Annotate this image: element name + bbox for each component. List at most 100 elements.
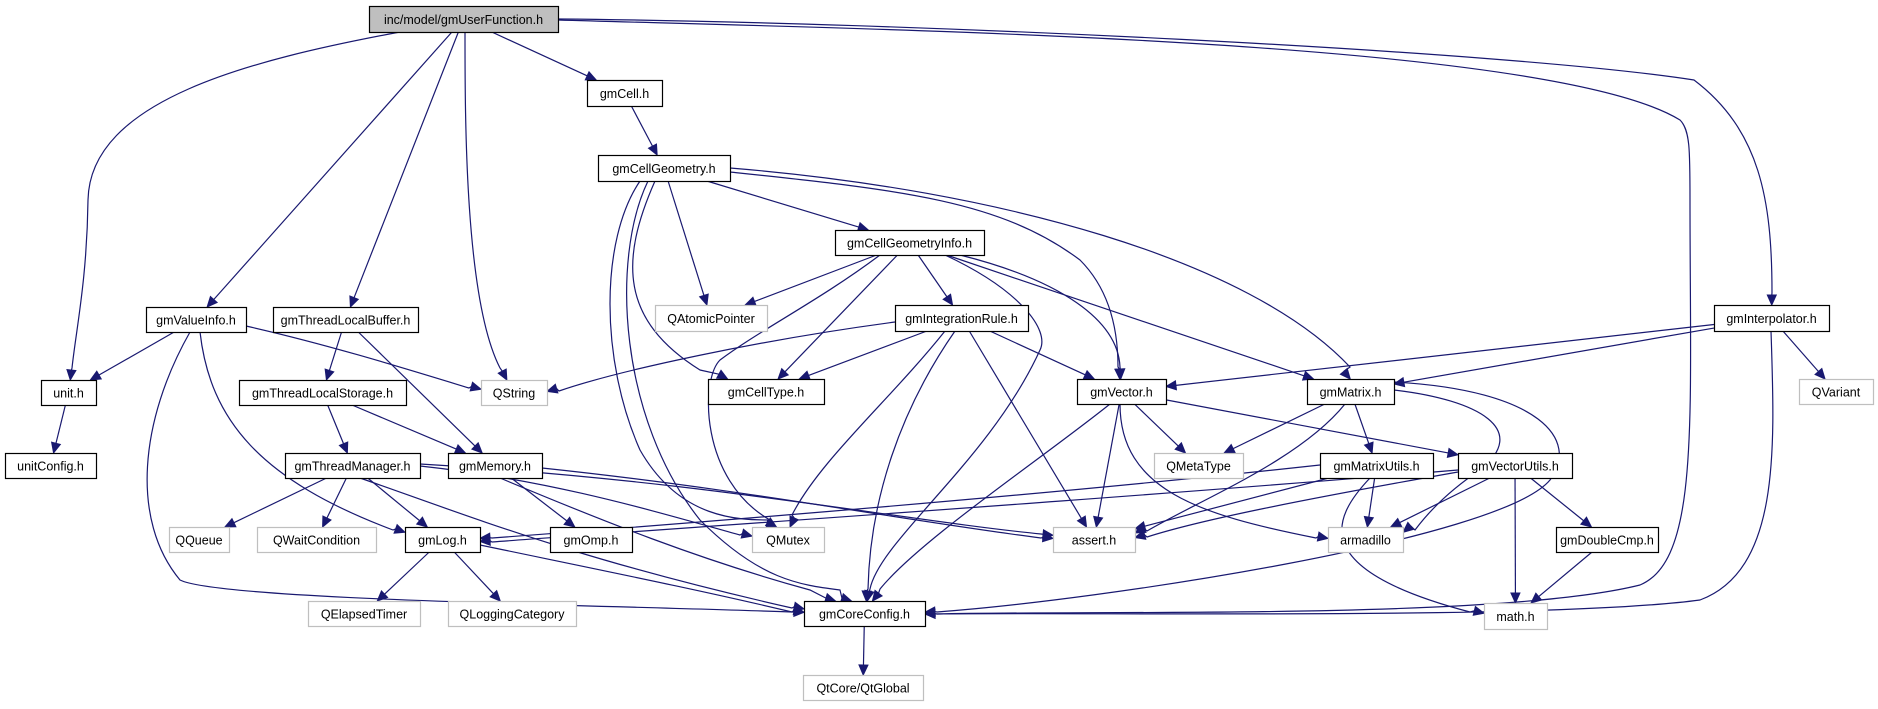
edge-gmInterpolator-to-QVariant bbox=[1782, 330, 1826, 380]
edge-line bbox=[233, 477, 327, 524]
node-gmMatrix[interactable]: gmMatrix.h bbox=[1306, 378, 1396, 406]
edge-line bbox=[1782, 330, 1819, 372]
arrowhead-icon bbox=[942, 293, 954, 307]
arrowhead-icon bbox=[744, 296, 757, 307]
node-box bbox=[834, 229, 986, 257]
node-label: QElapsedTimer bbox=[321, 608, 407, 622]
node-label: gmMemory.h bbox=[459, 460, 531, 474]
arrowhead-icon bbox=[861, 590, 872, 603]
edge-line bbox=[877, 403, 1111, 594]
edge-gmIntegrationRule-to-QString bbox=[545, 321, 896, 394]
node-box bbox=[447, 600, 578, 628]
edge-line bbox=[632, 180, 719, 375]
edge-line bbox=[1232, 403, 1326, 450]
arrowhead-icon bbox=[1082, 369, 1096, 380]
edge-line bbox=[1144, 471, 1459, 538]
edge-line bbox=[199, 331, 396, 531]
node-QtGlobal: QtCore/QtGlobal bbox=[802, 674, 925, 702]
edges-layer bbox=[50, 18, 1826, 677]
node-QString: QString bbox=[480, 379, 549, 407]
node-gmDoubleCmp[interactable]: gmDoubleCmp.h bbox=[1555, 526, 1660, 554]
edge-line bbox=[934, 330, 1774, 615]
node-gmThreadLocalStorage[interactable]: gmThreadLocalStorage.h bbox=[238, 379, 408, 407]
node-label: gmVector.h bbox=[1090, 386, 1153, 400]
edge-line bbox=[808, 330, 928, 377]
node-box bbox=[597, 154, 732, 183]
arrowhead-icon bbox=[792, 604, 806, 616]
node-box bbox=[447, 452, 544, 480]
node-gmCell[interactable]: gmCell.h bbox=[586, 79, 664, 108]
node-box bbox=[1483, 602, 1549, 631]
edge-line bbox=[1538, 551, 1593, 598]
arrowhead-icon bbox=[1114, 368, 1126, 381]
node-label: gmValueInfo.h bbox=[156, 314, 236, 328]
edge-gmVector-to-gmVectorUtils bbox=[1165, 399, 1460, 459]
node-gmMatrixUtils[interactable]: gmMatrixUtils.h bbox=[1319, 452, 1435, 480]
edge-line bbox=[946, 254, 1305, 377]
node-gmValueInfo[interactable]: gmValueInfo.h bbox=[145, 306, 248, 334]
node-label: gmCellGeometry.h bbox=[612, 162, 715, 176]
edge-gmVector-to-QMetaType bbox=[1134, 403, 1187, 454]
arrowhead-icon bbox=[1363, 515, 1375, 529]
edge-gmMatrix-to-gmCoreConfig bbox=[923, 381, 1560, 617]
edge-gmVector-to-armadillo bbox=[1119, 403, 1330, 542]
edge-line bbox=[55, 404, 67, 444]
node-box bbox=[586, 79, 664, 108]
node-unitConfig[interactable]: unitConfig.h bbox=[4, 452, 98, 480]
edge-line bbox=[1175, 323, 1715, 386]
edge-gmValueInfo-to-gmLog bbox=[199, 331, 407, 534]
edge-gmMemory-to-gmOmp bbox=[510, 477, 576, 528]
node-box bbox=[803, 600, 927, 628]
node-gmLog[interactable]: gmLog.h bbox=[404, 526, 482, 554]
node-gmCellGeometryInfo[interactable]: gmCellGeometryInfo.h bbox=[834, 229, 986, 257]
edge-line bbox=[557, 18, 1773, 296]
node-gmInterpolator[interactable]: gmInterpolator.h bbox=[1713, 304, 1831, 333]
arrowhead-icon bbox=[1076, 515, 1088, 529]
edge-line bbox=[989, 330, 1086, 376]
node-gmCellGeometry[interactable]: gmCellGeometry.h bbox=[597, 154, 732, 183]
edge-line bbox=[959, 254, 1121, 370]
node-box bbox=[751, 526, 826, 554]
node-box bbox=[145, 306, 248, 334]
node-armadillo: armadillo bbox=[1327, 526, 1405, 554]
node-gmThreadLocalBuffer[interactable]: gmThreadLocalBuffer.h bbox=[272, 306, 420, 334]
edge-gmCellGeometry-to-QAtomicPointer bbox=[667, 180, 709, 307]
arrowhead-icon bbox=[698, 293, 709, 307]
node-gmCoreConfig[interactable]: gmCoreConfig.h bbox=[803, 600, 927, 628]
edge-gmCoreConfig-to-QtGlobal bbox=[858, 625, 869, 677]
node-box bbox=[894, 304, 1030, 333]
node-gmOmp[interactable]: gmOmp.h bbox=[549, 526, 634, 554]
edge-gmIntegrationRule-to-gmCellType bbox=[798, 330, 928, 381]
arrowhead-icon bbox=[223, 517, 237, 528]
node-gmIntegrationRule[interactable]: gmIntegrationRule.h bbox=[894, 304, 1030, 333]
edge-line bbox=[868, 254, 1043, 592]
node-QQueue: QQueue bbox=[168, 526, 231, 554]
edge-gmCellGeometry-to-gmCellGeometryInfo bbox=[706, 180, 870, 232]
node-gmCellType[interactable]: gmCellType.h bbox=[707, 378, 826, 406]
arrowhead-icon bbox=[1766, 294, 1778, 307]
node-QElapsedTimer: QElapsedTimer bbox=[307, 600, 422, 628]
node-gmVectorUtils[interactable]: gmVectorUtils.h bbox=[1457, 452, 1574, 480]
edge-gmUserFunction-to-gmCell bbox=[491, 31, 598, 81]
node-gmThreadManager[interactable]: gmThreadManager.h bbox=[284, 452, 422, 480]
node-label: QWaitCondition bbox=[273, 534, 360, 548]
edge-line bbox=[70, 31, 401, 371]
arrowhead-icon bbox=[1223, 443, 1236, 454]
edge-gmDoubleCmp-to-math bbox=[1530, 551, 1593, 604]
edge-line bbox=[556, 321, 896, 392]
node-label: gmCellGeometryInfo.h bbox=[847, 237, 972, 251]
edge-gmThreadLocalStorage-to-gmMemory bbox=[351, 404, 467, 454]
node-gmMemory[interactable]: gmMemory.h bbox=[447, 452, 544, 480]
arrowhead-icon bbox=[1316, 531, 1330, 542]
edge-line bbox=[367, 477, 420, 522]
edge-line bbox=[609, 180, 772, 526]
node-box bbox=[1327, 526, 1405, 554]
node-unit[interactable]: unit.h bbox=[40, 379, 98, 407]
arrowhead-icon bbox=[322, 515, 332, 529]
edge-gmUserFunction-to-unit bbox=[66, 31, 401, 382]
node-box bbox=[307, 600, 422, 628]
node-QMutex: QMutex bbox=[751, 526, 826, 554]
node-gmVector[interactable]: gmVector.h bbox=[1076, 378, 1168, 406]
node-QVariant: QVariant bbox=[1798, 378, 1875, 406]
node-gmUserFunction[interactable]: inc/model/gmUserFunction.h bbox=[368, 5, 560, 34]
